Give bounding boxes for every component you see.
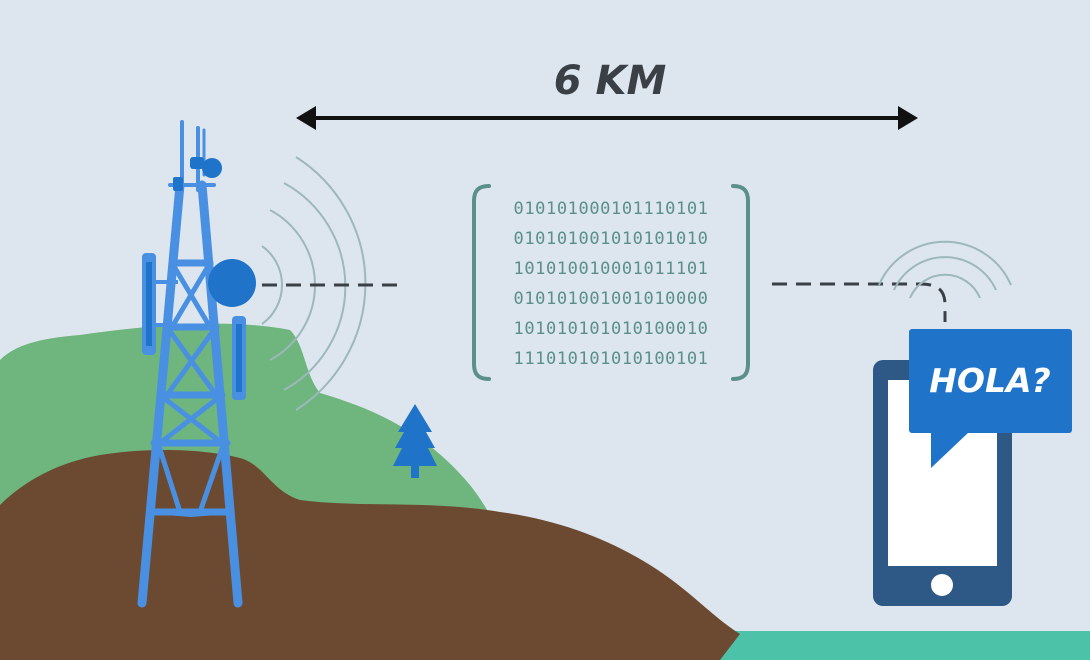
binary-row: 010101001010101010 [513,229,708,249]
cell-tower-icon [137,120,256,608]
binary-row: 111010101010100101 [513,349,708,369]
brown-hill [0,449,740,660]
binary-row: 101010101010100010 [513,319,708,339]
water-strip [700,631,1090,660]
speech-bubble-icon [909,329,1072,468]
binary-row: 010101001001010000 [513,289,708,309]
distance-label: 6 KM [554,58,667,104]
binary-matrix: 010101000101110101 010101001010101010 10… [472,184,750,381]
right-bracket [731,184,750,381]
binary-row: 101010010001011101 [513,259,708,279]
binary-row: 010101000101110101 [513,199,708,219]
phone-radio-wave-icon [878,240,1012,299]
phone-home-button [931,574,953,596]
pine-tree-icon [393,404,437,478]
speech-bubble-text: HOLA? [929,361,1050,400]
double-headed-arrow-icon [296,106,918,130]
left-bracket [472,184,491,381]
